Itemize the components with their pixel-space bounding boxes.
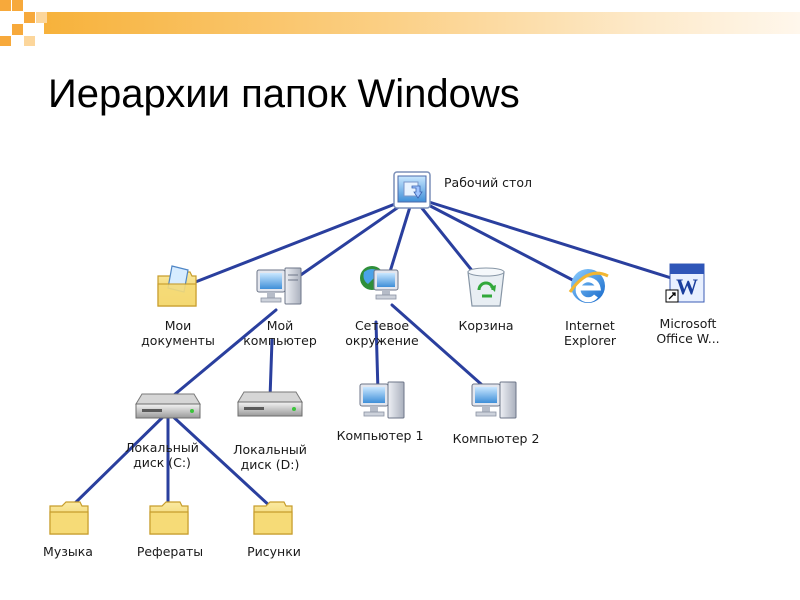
hard-drive-icon [237, 391, 303, 417]
node-label-internet-explorer: Internet Explorer [563, 318, 617, 348]
node-label-my-computer: Мой компьютер [243, 318, 317, 348]
computer-icon [471, 381, 517, 419]
my-computer-icon [256, 267, 302, 305]
header-decoration [0, 0, 800, 46]
page-title: Иерархии папок Windows [48, 72, 520, 116]
connector-line [68, 410, 170, 510]
node-label-music: Музыка [43, 544, 93, 559]
header-square [24, 36, 35, 46]
recycle-bin-icon [467, 267, 505, 307]
computer-icon [359, 381, 405, 419]
node-label-my-documents: Мои документы [141, 318, 215, 348]
connector-line [411, 195, 686, 284]
folder-icon [49, 501, 89, 535]
connector-line [268, 338, 274, 400]
header-square [36, 12, 47, 23]
hard-drive-icon [135, 393, 201, 419]
node-label-essays: Рефераты [136, 544, 204, 559]
network-places-icon [360, 266, 399, 300]
node-label-pictures: Рисунки [247, 544, 301, 559]
word-shortcut-icon: W [665, 263, 705, 303]
connector-line [166, 308, 278, 402]
connector-line [166, 410, 274, 510]
header-square [12, 24, 23, 35]
node-label-drive-d: Локальный диск (D:) [233, 442, 307, 472]
my-documents-folder-icon [157, 265, 197, 307]
node-label-ms-word: Microsoft Office W... [656, 316, 720, 346]
header-square [0, 0, 11, 11]
node-label-desktop: Рабочий стол [444, 175, 532, 190]
folder-icon [253, 501, 293, 535]
connector-line [411, 195, 590, 290]
header-square [24, 12, 35, 23]
node-label-recycle-bin: Корзина [458, 318, 514, 333]
svg-text:W: W [676, 274, 698, 299]
internet-explorer-icon [568, 269, 609, 303]
connector-line [178, 195, 415, 290]
node-label-drive-c: Локальный диск (C:) [125, 440, 199, 470]
connector-line [374, 320, 380, 394]
header-square [12, 0, 23, 11]
node-label-network: Сетевое окружение [345, 318, 419, 348]
folder-icon [149, 501, 189, 535]
connector-line [390, 303, 492, 394]
connector-line [280, 195, 415, 290]
node-label-computer-1: Компьютер 1 [336, 428, 424, 443]
connectors [68, 195, 686, 510]
node-label-computer-2: Компьютер 2 [452, 431, 540, 446]
desktop-icon [393, 171, 431, 209]
header-gradient-bar [44, 12, 800, 34]
header-square [0, 36, 11, 46]
